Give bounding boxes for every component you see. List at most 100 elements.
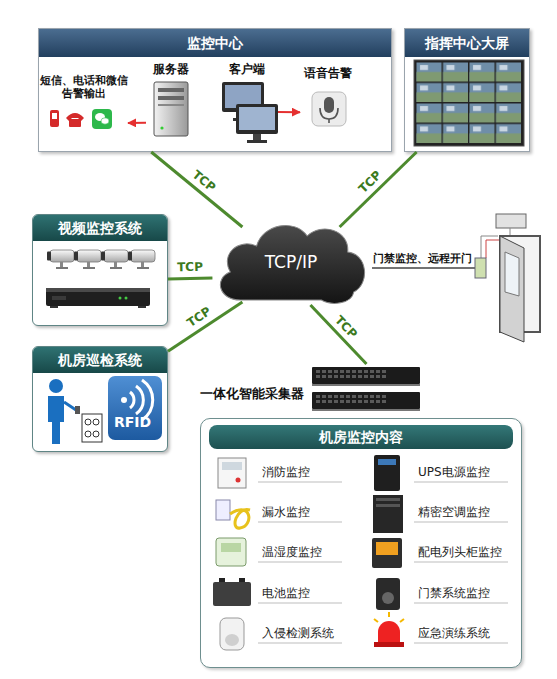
video-system-panel: 视频监控系统 [32,214,168,326]
alarm-output-icons-part [92,109,112,129]
server-icon-part [158,104,184,106]
dvr-icon-part [119,297,122,300]
node-text: 一体化智能采集器 [200,386,304,403]
precision-ac-icon-part [373,495,403,533]
collector-device-icon-part [312,409,420,411]
camera-icons-part [47,250,74,269]
network-link [151,152,242,227]
siren-icon [374,612,404,647]
item-underlines-part [414,522,508,523]
collector-node: 一体化智能采集器 [200,364,422,412]
server-icon-part [154,82,188,136]
client-monitor-icon-part [236,104,278,134]
network-link [310,305,366,364]
door-access-illustration-part [505,252,519,296]
inspector-person-icon-part [49,379,63,393]
door-access-illustration-part [372,267,475,269]
power-distribution-meter-icon-part [376,542,398,555]
dvr-icon [46,288,150,308]
precision-ac-icon-part [376,498,400,501]
alarm-output-icons [50,109,112,129]
link-label: TCP [184,305,213,331]
alarm-output-icons-part [95,113,105,121]
item-underlines-part [258,482,342,483]
item-underlines-part [258,603,342,604]
alarm-arrow [278,111,300,113]
collector-device-icon-part [312,367,420,384]
item-underlines-part [258,643,342,644]
leak-sensor-icon [216,500,250,528]
video-wall-icon [414,60,524,146]
client-monitor-icon-part [233,118,253,121]
monitor-content-panel: 机房监控内容 [200,418,522,668]
client-monitor-icon-part [239,107,275,130]
intrusion-sensor-icon-part [220,618,244,650]
network-link [168,277,212,281]
client-monitor-icon-part [239,112,247,118]
dvr-icon-part [138,306,146,308]
server-icon-part [158,88,184,92]
client-monitor-icon-part [225,85,261,108]
node-text: 短信、电话和微信 告警输出 [40,74,128,100]
node-text: 机房巡检系统 [33,347,167,373]
inspector-person-icon-part [85,419,91,425]
collector-device-icon-part [312,384,420,386]
leak-sensor-icon-part [230,510,250,529]
node-text: 机房监控内容 [209,425,513,449]
rfid-card-icon-part [136,386,143,414]
collector-device-icon-part [312,392,420,409]
rfid-card-icon-part [121,397,127,403]
battery-icon-part [239,578,245,582]
temperature-humidity-icon [216,538,246,566]
link-label: TCP [177,260,203,275]
item-underlines-part [414,482,508,483]
collector-device-icon-part [316,395,388,405]
microphone-icon [312,92,346,126]
siren-icon-part [374,619,378,622]
client-monitor-icon-part [222,82,264,112]
node-text: TCP/IP [210,212,372,312]
siren-icon-part [388,612,390,617]
inspector-person-icon-part [48,396,64,444]
rfid-card-icon [108,376,162,440]
item-underlines-part [258,522,342,523]
inspector-person-icon-part [64,402,76,410]
door-access-illustration-part [475,258,486,278]
temperature-humidity-icon-part [216,538,246,566]
ups-icon-part [374,455,400,491]
node-text: 服务器 [146,62,196,76]
alarm-output-icons-part [101,118,109,124]
door-access-illustration-part [510,228,511,236]
access-control-icon [376,578,400,610]
ups-icon [374,455,400,491]
precision-ac-icon [373,495,403,533]
inspector-person-icon [48,379,102,444]
intrusion-sensor-icon-part [225,634,239,646]
video-wall-icon-part [416,62,522,144]
camera-icons-part [101,250,128,269]
item-underlines [258,482,508,643]
door-access-illustration [372,214,540,342]
door-access-illustration-part [500,236,540,332]
server-icon-part [158,96,184,100]
node-text: 监控中心 [39,29,391,57]
dvr-icon-part [46,288,150,306]
inspector-person-icon-part [75,406,80,414]
siren-icon-part [378,621,400,642]
camera-icons-part [74,250,101,269]
item-underlines-part [258,562,342,563]
door-access-illustration-part [496,214,526,228]
server-node: 服务器 [146,62,196,140]
client-monitor-icon-part [247,140,267,143]
network-link [340,152,417,227]
node-text: 指挥中心大屏 [405,29,529,57]
client-monitor-icon-part [253,134,261,140]
alarm-output-icons-part [69,119,81,127]
microphone-icon-part [312,92,346,126]
leak-sensor-icon-part [216,500,230,520]
door-access-illustration-part [481,236,498,258]
camera-icons-part [128,250,155,269]
dvr-icon-part [52,296,66,300]
